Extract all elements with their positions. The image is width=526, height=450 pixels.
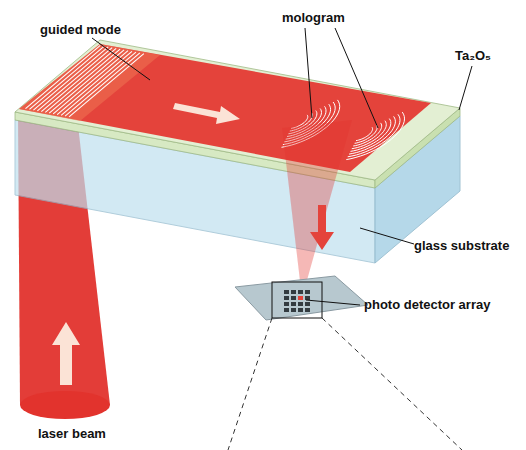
layer-top-face	[15, 40, 460, 180]
detector-pixel	[298, 302, 303, 306]
diffraction-cone	[282, 120, 352, 298]
laser-beam-end	[20, 391, 110, 419]
detector-pixel	[305, 302, 310, 306]
grating-line	[49, 50, 124, 113]
callout-label: glass substrate	[414, 238, 509, 254]
detector-pixel	[305, 290, 310, 294]
focus-arrow	[310, 205, 334, 250]
detector-pixel	[284, 290, 289, 294]
callout-label: photo detector array	[364, 297, 490, 313]
leader-lines	[92, 28, 472, 305]
grating-lines	[26, 45, 144, 117]
grating-line	[69, 54, 144, 117]
detector-pixel	[291, 308, 296, 312]
mologram-ridge	[351, 119, 391, 152]
detector-pixel	[305, 296, 310, 300]
grating-line	[37, 48, 112, 111]
callout-label: Ta₂O₅	[455, 48, 491, 64]
grating-line	[53, 51, 128, 114]
detail-line	[322, 318, 462, 450]
callout-label: laser beam	[38, 426, 106, 442]
grating-line	[26, 45, 101, 108]
direction-arrows	[52, 103, 240, 385]
detector-pixel	[284, 296, 289, 300]
coupling-region	[19, 44, 160, 121]
callout-label: mologram	[282, 10, 345, 26]
grating-line	[33, 47, 108, 110]
detector-pixel	[284, 308, 289, 312]
detector-pixel	[298, 290, 303, 294]
detector-pixel	[291, 302, 296, 306]
grating-line	[29, 46, 104, 109]
mologram-ridge	[346, 112, 404, 160]
mologram-ridge	[352, 121, 387, 149]
grating-line	[65, 53, 140, 116]
grating-line	[57, 51, 132, 114]
detector-pixel	[284, 302, 289, 306]
detector-pixel	[291, 296, 296, 300]
grating-line	[41, 48, 116, 111]
detector-grid	[284, 290, 310, 312]
callout-label: guided mode	[40, 22, 121, 38]
detector-pixel	[298, 296, 303, 300]
detail-line	[228, 318, 272, 450]
mologram-ridge	[356, 127, 373, 140]
detector-chip	[235, 276, 368, 320]
detail-frame	[272, 282, 322, 318]
detector-pixel	[305, 308, 310, 312]
grating-line	[45, 49, 120, 112]
detector-pixel	[298, 308, 303, 312]
detector-pixel	[291, 290, 296, 294]
